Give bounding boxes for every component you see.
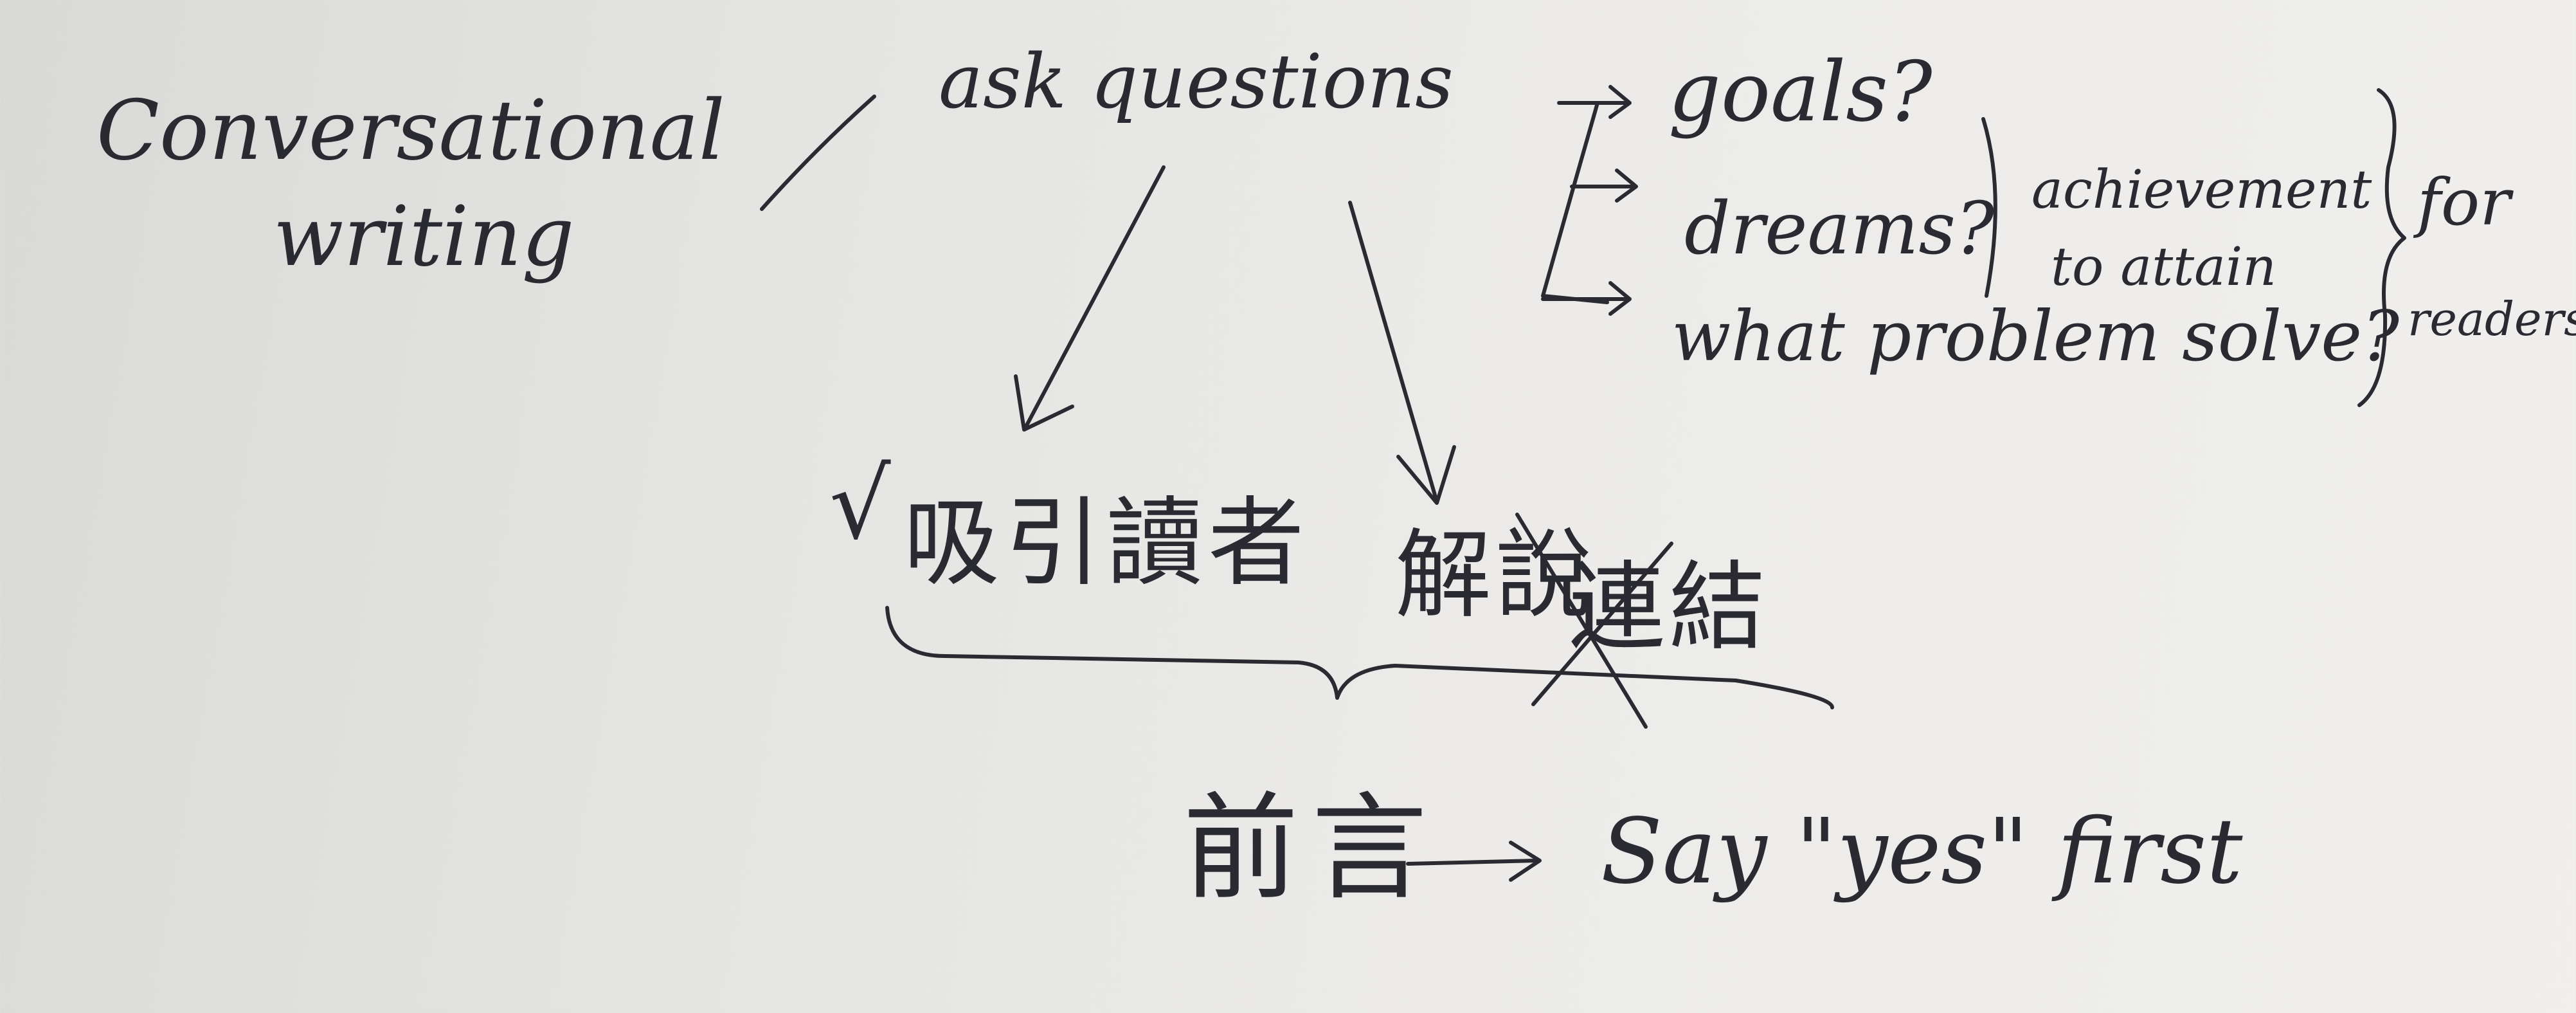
for-label: for [2417,165,2511,240]
arrow-preface-to-yes [1406,859,1538,866]
topic-conversational: Conversational [96,83,725,179]
branch-stem [1541,101,1609,304]
arrowhead-goals [1608,85,1632,119]
dreams-question: dreams? [1684,187,1995,271]
achievement-label: achievement [2031,160,2372,221]
readers-label: readers [2408,292,2576,346]
strike-stroke-1 [1515,513,1648,729]
topic-writing: writing [273,189,575,285]
goals-question: goals? [1668,44,1932,140]
arrow-ask-to-attract [1023,165,1166,430]
check-mark: √ [829,449,891,561]
arrow-ask-to-explain [1348,201,1439,504]
preface-text: 前言 [1183,781,1441,916]
explain-text: 解說 [1395,520,1596,632]
crossed-out-text: 連結 [1569,552,1770,664]
brace-for-readers [2357,88,2406,407]
attract-readers-text: 吸引讀者 [903,488,1310,599]
arrowhead-explain [1396,445,1456,505]
say-yes-first: Say "yes" first [1601,799,2243,904]
strike-stroke-2 [1531,542,1673,706]
connector-topic-to-ask [760,95,876,211]
bracket-achievement [1981,117,1997,298]
arrowhead-attract [1014,374,1074,432]
ask-questions: ask questions [939,39,1454,125]
underbrace-preface [885,606,1834,709]
arrowhead-dreams [1615,169,1638,203]
arrowhead-problem [1608,281,1632,316]
attain-label: to attain [2051,237,2277,298]
arrowhead-yes [1509,841,1542,882]
problem-question: what problem solve? [1671,297,2400,377]
